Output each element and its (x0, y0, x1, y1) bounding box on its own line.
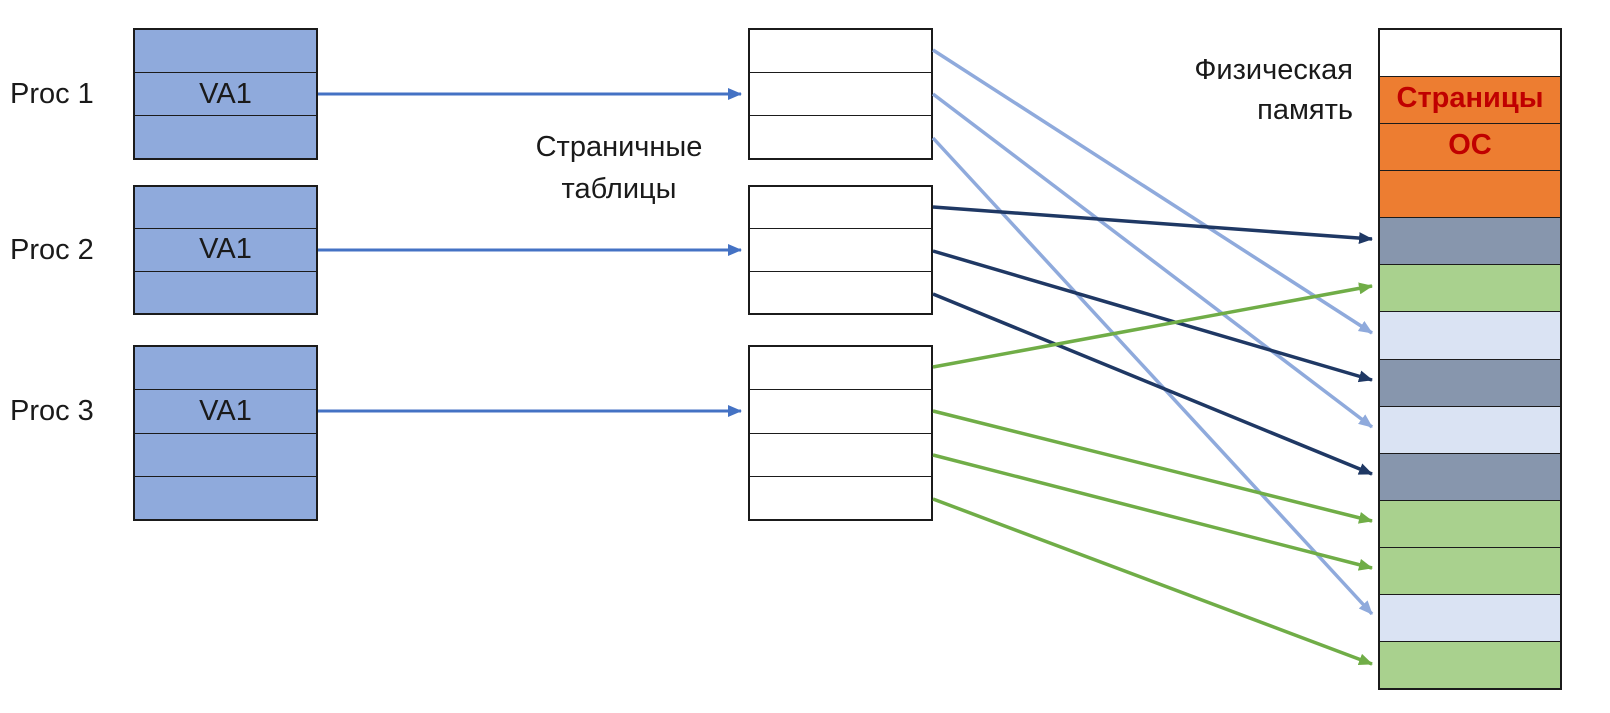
page-table-2-entry (750, 270, 931, 313)
memory-page-row-10-gray (1380, 452, 1560, 500)
proc-3-va1-cell: VA1 (135, 389, 316, 432)
proc-2-address-space: VA1 (133, 185, 318, 315)
memory-page-row-11-green (1380, 499, 1560, 547)
proc-3-page-entry (135, 347, 316, 389)
proc-3-page-entry (135, 432, 316, 476)
page-table-1-entry (750, 72, 931, 115)
mapping-arrow-navy (932, 249, 1373, 383)
page-table-3 (748, 345, 933, 521)
page-table-1 (748, 28, 933, 160)
page-tables-label-line2: таблицы (561, 173, 677, 205)
proc-2-page-entry (135, 270, 316, 313)
proc-3-address-space: VA1 (133, 345, 318, 521)
os-pages-label-line2: ОС (1448, 129, 1492, 161)
mapping-arrow-light (931, 92, 1374, 429)
physical-memory-label-line2: память (1257, 94, 1353, 126)
page-table-2-entry (750, 228, 931, 270)
mapping-arrow-navy (932, 292, 1373, 476)
mapping-arrow-navy (932, 205, 1373, 245)
mapping-arrow-green (932, 453, 1373, 571)
physical-memory-column (1378, 28, 1562, 690)
memory-page-row-1-white (1380, 30, 1560, 77)
memory-page-row-8-gray (1380, 358, 1560, 406)
page-table-3-entry (750, 475, 931, 519)
physical-memory-label-line1: Физическая (1194, 54, 1353, 86)
memory-page-row-5-gray (1380, 217, 1560, 265)
mapping-arrow-green (932, 497, 1373, 666)
proc-2-va1-cell: VA1 (135, 228, 316, 270)
page-table-3-entry (750, 389, 931, 432)
proc-2-page-entry (135, 187, 316, 228)
memory-page-row-14-green (1380, 641, 1560, 689)
memory-page-row-6-green (1380, 264, 1560, 312)
proc-1-page-entry (135, 30, 316, 72)
page-table-2-entry (750, 187, 931, 228)
page-table-1-entry (750, 115, 931, 158)
memory-page-row-9-light (1380, 405, 1560, 453)
proc-3-label: Proc 3 (10, 395, 94, 427)
page-tables-label: Страничные таблицы (505, 126, 733, 210)
memory-page-row-7-light (1380, 311, 1560, 359)
memory-page-row-13-light (1380, 593, 1560, 642)
page-table-3-entry (750, 432, 931, 476)
page-table-2 (748, 185, 933, 315)
page-tables-label-line1: Страничные (535, 131, 703, 163)
proc-3-page-entry (135, 475, 316, 519)
proc-2-label: Proc 2 (10, 234, 94, 266)
os-pages-label-line1: Страницы (1396, 82, 1544, 114)
proc-1-address-space: VA1 (133, 28, 318, 160)
page-table-1-entry (750, 30, 931, 72)
memory-page-row-12-green (1380, 546, 1560, 594)
memory-page-row-3-orange (1380, 123, 1560, 171)
physical-memory-label: Физическая память (1095, 50, 1353, 130)
page-table-3-entry (750, 347, 931, 389)
mapping-arrow-light (931, 136, 1374, 616)
memory-page-row-4-orange (1380, 170, 1560, 218)
proc-1-label: Proc 1 (10, 78, 94, 110)
proc-1-va1-cell: VA1 (135, 72, 316, 115)
proc-1-page-entry (135, 115, 316, 158)
mapping-arrow-green (932, 409, 1373, 524)
mapping-arrow-green (932, 282, 1373, 369)
memory-page-row-2-orange (1380, 76, 1560, 124)
